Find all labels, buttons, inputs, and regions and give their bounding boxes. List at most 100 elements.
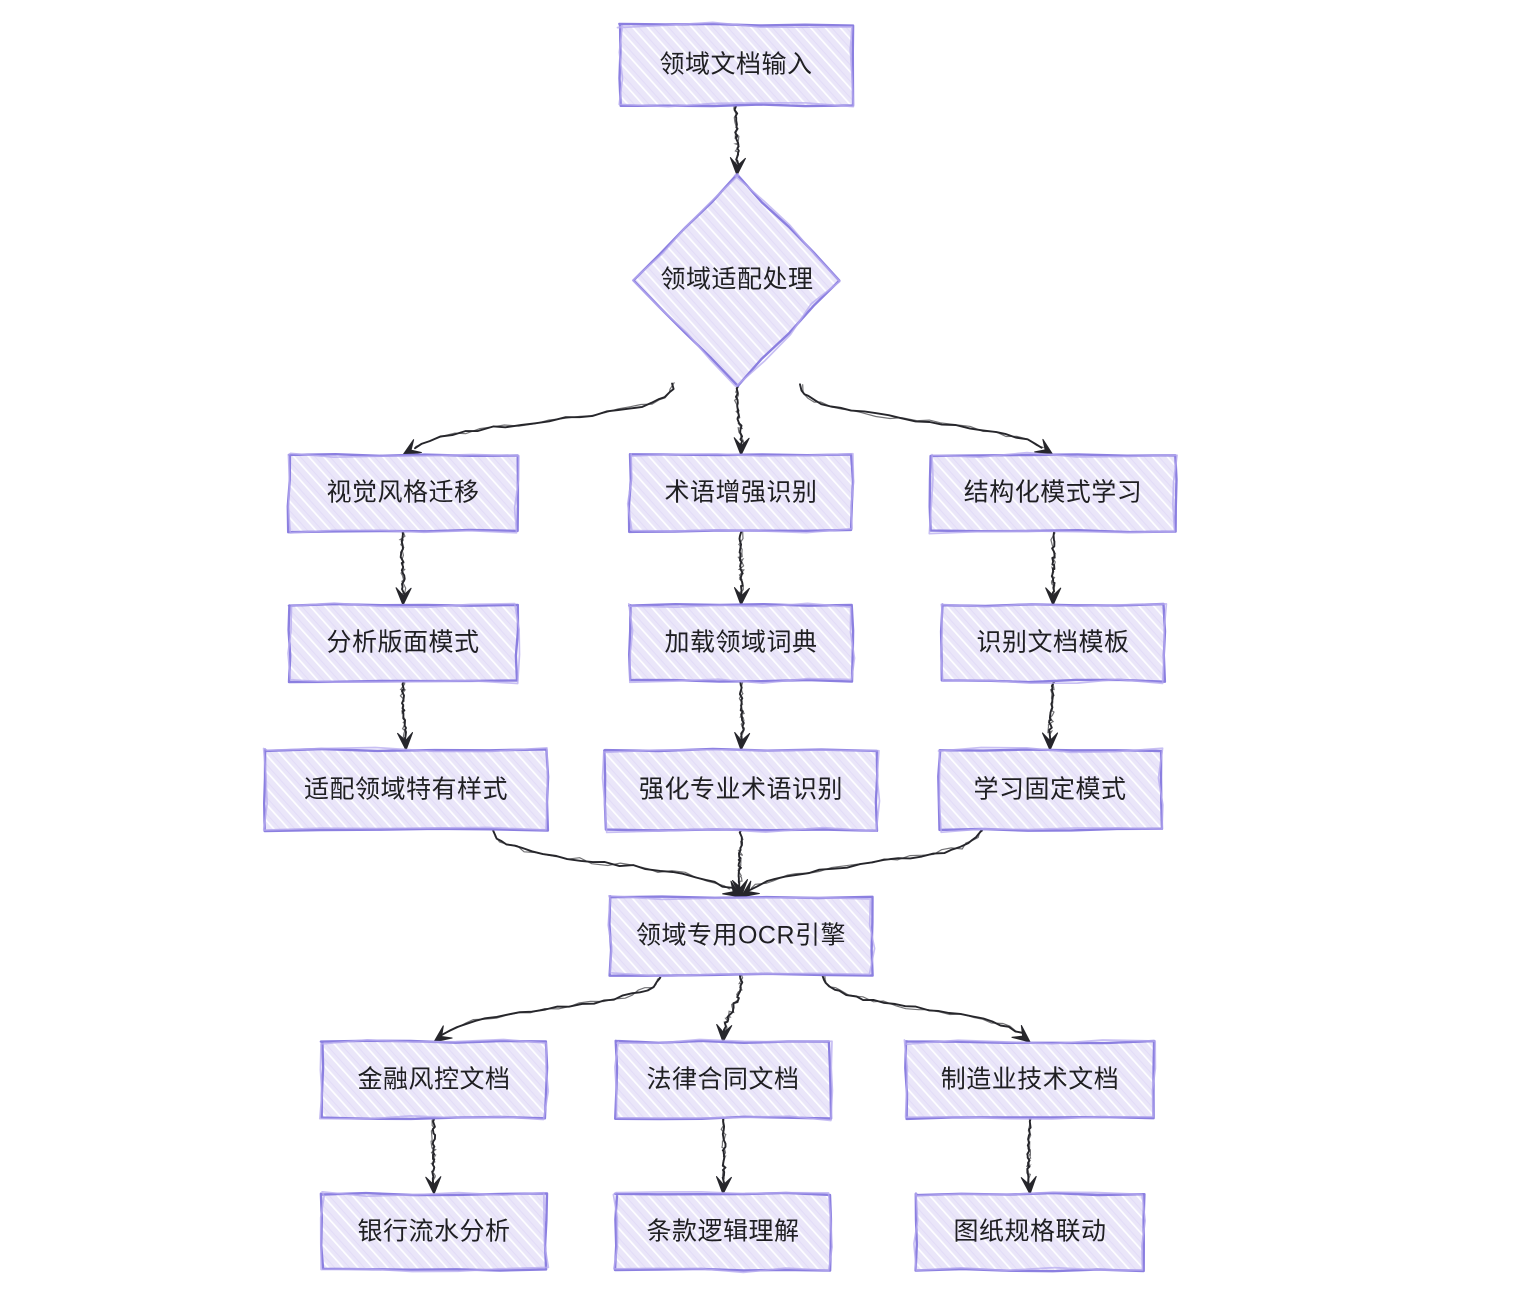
node-label: 条款逻辑理解 <box>646 1218 799 1246</box>
nodes-layer: 领域文档输入领域适配处理视觉风格迁移 术语增强识别结构化模式学习分析版面模式 加载领… <box>262 21 1178 1274</box>
node-label: 识别文档模板 <box>976 629 1129 657</box>
node-shape-sketch-outline <box>616 21 855 108</box>
edge-line <box>737 828 743 890</box>
arrow-head <box>740 880 760 898</box>
edge-line-sketch <box>398 529 407 597</box>
flow-node-n6[interactable]: 分析版面模式 <box>287 602 521 685</box>
node-shape-sketch-outline <box>287 602 521 685</box>
edge-line <box>799 383 1043 449</box>
flow-node-n15[interactable]: 制造业技术文档 <box>903 1039 1157 1121</box>
node-label: 法律合同文档 <box>646 1066 799 1094</box>
edges-layer <box>395 104 1062 1195</box>
edge-line-sketch <box>443 975 663 1035</box>
flow-node-n7[interactable]: 加载领域词典 <box>627 602 856 685</box>
node-label: 视觉风格迁移 <box>326 479 479 507</box>
node-shape-sketch-outline <box>287 452 520 534</box>
node-shape <box>287 602 520 684</box>
edge-line <box>748 828 984 892</box>
node-shape <box>618 22 855 108</box>
edge-line-sketch <box>1047 681 1055 742</box>
node-label: 制造业技术文档 <box>941 1066 1120 1094</box>
arrow-head <box>1045 587 1062 606</box>
node-shape-sketch-outline <box>627 602 856 685</box>
edge-line <box>1047 680 1055 743</box>
flow-node-n13[interactable]: 金融风控文档 <box>318 1038 550 1121</box>
arrow-head <box>733 437 750 456</box>
flow-edge-n3-n6 <box>395 528 412 606</box>
flow-node-n17[interactable]: 条款逻辑理解 <box>612 1191 833 1274</box>
flow-edge-n6-n9 <box>397 678 414 751</box>
flow-edge-n2-n3 <box>402 382 675 456</box>
node-shape-sketch-outline <box>928 451 1178 535</box>
arrow-head <box>1020 1175 1037 1195</box>
arrow-head <box>715 1176 732 1195</box>
arrow-head <box>395 587 412 606</box>
flow-node-n9[interactable]: 适配领域特有样式 <box>262 746 550 833</box>
node-label: 加载领域词典 <box>664 629 817 657</box>
node-shape-sketch-outline <box>262 746 549 831</box>
node-shape-sketch-outline <box>612 1191 833 1274</box>
arrow-head <box>731 879 749 898</box>
arrow-head <box>402 439 422 456</box>
edge-line-sketch <box>430 1115 437 1189</box>
node-label: 图纸规格联动 <box>953 1218 1106 1246</box>
flow-node-n8[interactable]: 识别文档模板 <box>939 602 1168 685</box>
arrow-head <box>1011 1024 1031 1043</box>
flow-node-n1[interactable]: 领域文档输入 <box>616 21 855 108</box>
node-label: 金融风控文档 <box>357 1066 510 1094</box>
flow-edge-n13-n16 <box>425 1115 442 1195</box>
edge-line-sketch <box>720 1115 727 1187</box>
edge-line-sketch <box>399 681 408 744</box>
node-label: 领域文档输入 <box>659 51 812 79</box>
arrow-head <box>1041 732 1059 751</box>
flow-edge-n8-n11 <box>1041 680 1059 751</box>
flow-edge-n15-n18 <box>1020 1115 1037 1195</box>
edge-line <box>734 385 744 450</box>
flow-node-n11[interactable]: 学习固定模式 <box>937 746 1164 834</box>
node-shape-sketch-outline <box>607 895 876 978</box>
node-shape-sketch-outline <box>937 746 1164 834</box>
flow-node-n10[interactable]: 强化专业术语识别 <box>601 747 881 834</box>
edge-line-sketch <box>721 972 744 1037</box>
node-shape-sketch-outline <box>626 452 855 534</box>
flow-node-n12[interactable]: 领域专用OCR引擎 <box>607 895 876 978</box>
flow-node-n4[interactable]: 术语增强识别 <box>626 452 855 534</box>
edge-line-sketch <box>733 104 740 170</box>
edge-line-sketch <box>823 972 1024 1035</box>
flow-node-n16[interactable]: 银行流水分析 <box>319 1190 550 1273</box>
edge-line <box>431 1118 437 1188</box>
node-shape-sketch-outline <box>939 603 1168 685</box>
flow-node-n14[interactable]: 法律合同文档 <box>614 1038 834 1122</box>
flow-node-n18[interactable]: 图纸规格联动 <box>913 1191 1147 1273</box>
node-label: 领域适配处理 <box>660 266 813 294</box>
flow-edge-n14-n17 <box>715 1115 732 1195</box>
edge-line <box>820 972 1024 1034</box>
flow-edge-n7-n10 <box>734 679 751 751</box>
edge-line-sketch <box>738 679 746 746</box>
flow-edge-n1-n2 <box>729 104 746 176</box>
flow-node-n5[interactable]: 结构化模式学习 <box>928 451 1178 535</box>
flow-edge-n2-n5 <box>799 383 1054 456</box>
arrow-head <box>397 732 414 751</box>
flow-node-n2[interactable]: 领域适配处理 <box>631 173 841 388</box>
edge-line-sketch <box>415 382 675 448</box>
node-label: 分析版面模式 <box>326 629 479 657</box>
flow-edge-n5-n8 <box>1045 530 1062 606</box>
edge-line-sketch <box>737 831 744 892</box>
edge-line-sketch <box>737 529 745 600</box>
flow-node-n3[interactable]: 视觉风格迁移 <box>286 452 520 534</box>
arrow-head <box>433 1025 453 1043</box>
flow-edge-n12-n14 <box>716 972 744 1043</box>
edge-line-sketch <box>492 828 730 890</box>
arrow-head <box>716 1023 733 1043</box>
edge-line <box>492 829 734 889</box>
node-shape-sketch-outline <box>318 1038 550 1121</box>
arrow-head <box>733 587 750 606</box>
node-shape-sketch-outline <box>614 1038 834 1122</box>
node-label: 银行流水分析 <box>357 1218 510 1246</box>
node-label: 学习固定模式 <box>973 776 1126 804</box>
node-label: 适配领域特有样式 <box>304 776 508 804</box>
flow-edge-n2-n4 <box>733 383 750 456</box>
